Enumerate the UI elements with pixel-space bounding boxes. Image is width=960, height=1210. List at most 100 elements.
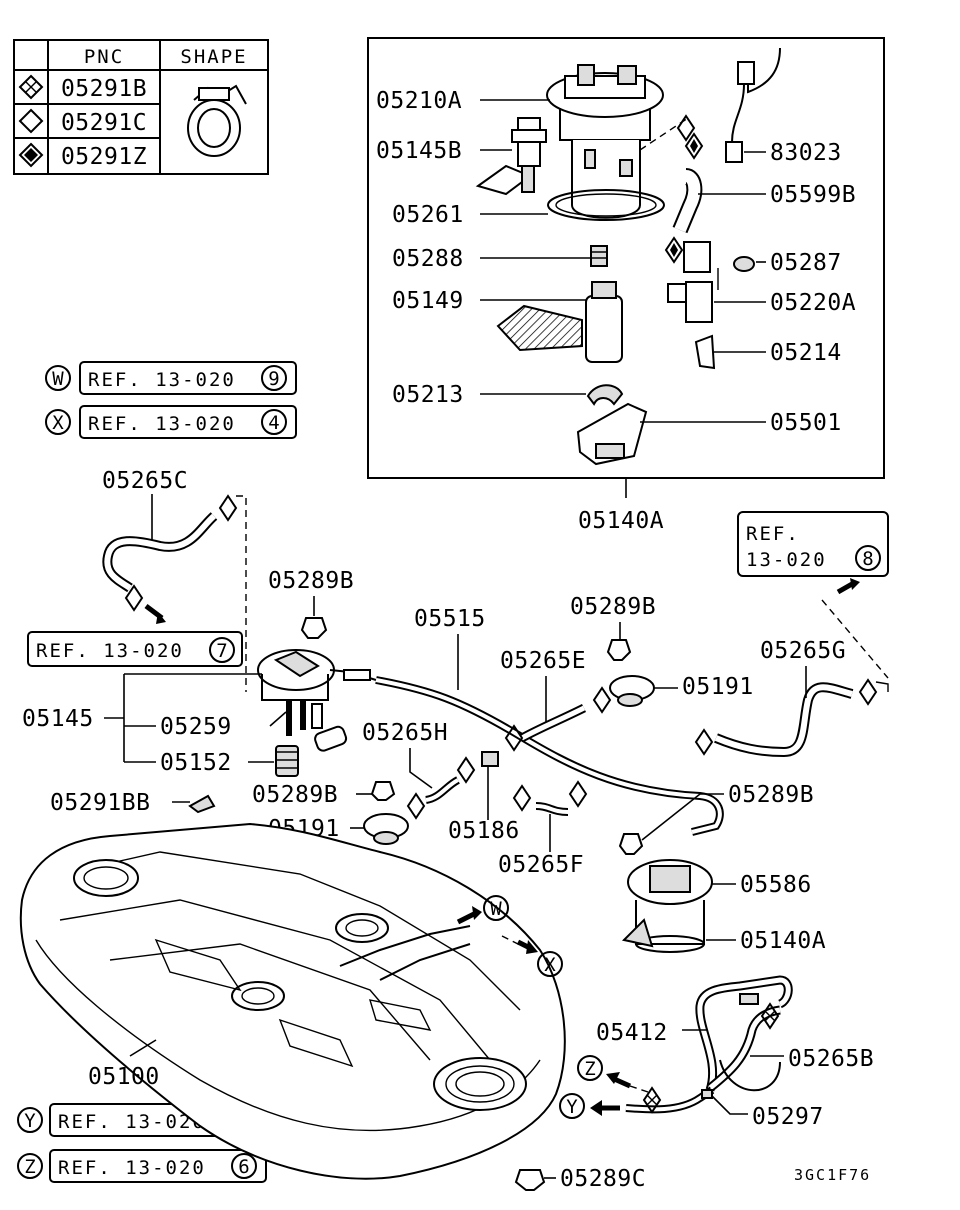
svg-text:6: 6 <box>238 1156 249 1178</box>
diamond-filled-icon <box>684 132 704 160</box>
part-label-05265f: 05265F <box>498 852 584 878</box>
fuel-hose-05265e <box>504 686 612 752</box>
part-label-05297: 05297 <box>752 1104 824 1130</box>
clip-05291bb <box>188 794 216 814</box>
vent-line <box>625 1086 715 1114</box>
diamond-filled-icon <box>18 142 44 168</box>
part-label-05289b-4: 05289B <box>728 782 814 808</box>
filler-line-05412 <box>695 975 793 1092</box>
fuel-hose-short <box>672 168 703 234</box>
pump-holder-bracket <box>576 402 648 466</box>
reference-7: REF. 13-020 7 <box>27 631 243 667</box>
fuel-hose-05265f <box>512 780 588 816</box>
fuel-pump-assembly-right <box>621 859 713 953</box>
part-label-05100: 05100 <box>88 1064 160 1090</box>
part-label-05140a-bottom: 05140A <box>740 928 826 954</box>
fuel-hose-05265h <box>406 756 476 820</box>
diamond-outline-icon <box>18 108 44 134</box>
fuel-pump-flange <box>546 64 665 221</box>
diamond-outline-icon <box>676 114 696 142</box>
part-label-05265h: 05265H <box>362 720 448 746</box>
fuel-hose-05265c <box>102 494 247 692</box>
part-label-05515: 05515 <box>414 606 486 632</box>
svg-text:13-020: 13-020 <box>746 549 827 571</box>
hose-clamp-icon <box>187 84 247 157</box>
part-label-05152: 05152 <box>160 750 232 776</box>
part-label-05220a: 05220A <box>770 290 856 316</box>
part-label-05145b: 05145B <box>376 138 462 164</box>
legend-header-pnc: PNC <box>84 46 124 68</box>
wiring-harness-connector <box>725 47 781 163</box>
reference-w: W REF. 13-020 9 <box>45 361 297 395</box>
bolt-05289b-3 <box>370 781 396 801</box>
svg-text:REF. 13-020: REF. 13-020 <box>58 1111 206 1133</box>
reference-x: X REF. 13-020 4 <box>45 405 297 439</box>
fuel-pump-assembly-left <box>257 649 377 752</box>
svg-text:4: 4 <box>268 412 279 434</box>
flow-marker-x: X <box>501 935 563 977</box>
reference-8: REF. 13-020 8 <box>737 511 889 577</box>
part-label-05289c: 05289C <box>560 1166 646 1192</box>
fuel-hose-05265g <box>694 578 889 758</box>
svg-text:W: W <box>52 368 64 390</box>
svg-text:REF. 13-020: REF. 13-020 <box>88 413 236 435</box>
part-label-05289b-3: 05289B <box>252 782 338 808</box>
cap-05191-2 <box>363 813 409 845</box>
reference-z: Z REF. 13-020 6 <box>17 1149 267 1183</box>
legend-pnc-05291z: 05291Z <box>61 144 147 170</box>
part-label-05288: 05288 <box>392 246 464 272</box>
fuel-sender-unit <box>475 117 547 196</box>
part-label-05265b: 05265B <box>788 1046 874 1072</box>
part-label-05586: 05586 <box>740 872 812 898</box>
part-label-05265g: 05265G <box>760 638 846 664</box>
fuel-tank <box>19 822 566 1180</box>
legend-pnc-05291c: 05291C <box>61 110 147 136</box>
regulator-clip <box>694 334 716 370</box>
part-label-05140a-top: 05140A <box>578 508 664 534</box>
legend-pnc-05291b: 05291B <box>61 76 147 102</box>
fuel-line-05515 <box>375 676 724 836</box>
o-ring <box>733 256 755 272</box>
fuel-hose-05265b <box>707 1002 781 1092</box>
filter-grommet <box>590 245 608 267</box>
fuel-filter-05152 <box>275 745 299 777</box>
svg-text:REF. 13-020: REF. 13-020 <box>36 640 184 662</box>
svg-text:8: 8 <box>862 548 873 570</box>
fuel-pump-assembly-box <box>367 37 885 498</box>
plug-05289c <box>514 1169 546 1191</box>
part-label-05501: 05501 <box>770 410 842 436</box>
bolt-05289b-1 <box>300 617 328 639</box>
legend-table: PNC SHAPE 05291B 05291C 05291Z <box>13 39 269 175</box>
svg-text:7: 7 <box>216 640 227 662</box>
svg-text:X: X <box>544 954 556 976</box>
cap-05191-1 <box>609 675 655 707</box>
pump-retainer-ring <box>586 384 624 406</box>
part-label-05186: 05186 <box>448 818 520 844</box>
part-label-05265c: 05265C <box>102 468 188 494</box>
part-label-05259: 05259 <box>160 714 232 740</box>
part-label-05287: 05287 <box>770 250 842 276</box>
diagram-code: 3GC1F76 <box>794 1166 871 1184</box>
bolt-05289b-2 <box>606 639 632 661</box>
part-label-05289b-2: 05289B <box>570 594 656 620</box>
part-label-05191-1: 05191 <box>682 674 754 700</box>
flow-marker-w: W <box>456 895 509 925</box>
svg-text:Z: Z <box>584 1058 595 1080</box>
svg-text:Y: Y <box>566 1096 578 1118</box>
svg-text:W: W <box>490 898 502 920</box>
fuel-pump-motor <box>496 281 623 363</box>
part-label-05265e: 05265E <box>500 648 586 674</box>
part-label-05412: 05412 <box>596 1020 668 1046</box>
part-label-05213: 05213 <box>392 382 464 408</box>
diamond-filled-icon <box>664 236 684 264</box>
part-label-05599b: 05599B <box>770 182 856 208</box>
part-label-05214: 05214 <box>770 340 842 366</box>
part-label-05291bb: 05291BB <box>50 790 150 816</box>
diamond-cross-icon <box>18 74 44 100</box>
part-label-05149: 05149 <box>392 288 464 314</box>
part-label-05210a: 05210A <box>376 88 462 114</box>
svg-text:REF. 13-020: REF. 13-020 <box>58 1157 206 1179</box>
flow-marker-y: Y <box>559 1093 620 1119</box>
svg-text:X: X <box>52 412 64 434</box>
